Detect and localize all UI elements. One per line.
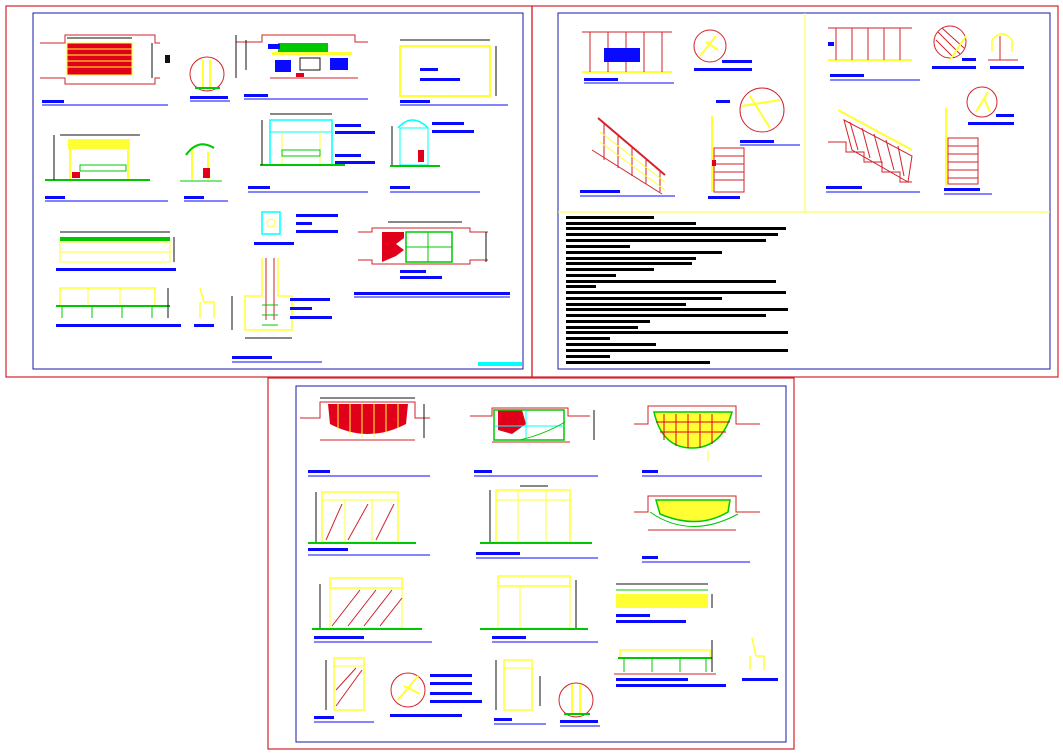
detail-joint-circle: [189, 56, 230, 102]
detail-joint-circle-c: [558, 682, 600, 727]
detail-elev-glass-a: [308, 491, 430, 556]
detail-stair-rail-a: [580, 117, 675, 197]
detail-elev-hatched: [312, 577, 432, 643]
detail-railing-circle-a: [693, 29, 752, 71]
detail-long-bench-top: [56, 231, 176, 271]
detail-chair-profile: [194, 287, 215, 327]
detail-counter-a: [300, 397, 430, 477]
detail-stair-rail-b: [826, 109, 920, 193]
sheet-1: [5, 5, 533, 378]
sheet-2-frame: [557, 12, 1051, 370]
detail-counter-d: [634, 495, 760, 563]
detail-counter-glass: [354, 221, 510, 298]
detail-elev-glass-b: [476, 485, 598, 559]
detail-rail-post: [988, 33, 1024, 69]
sheet-1-frame: [32, 12, 524, 370]
detail-shelter-plan: [235, 34, 368, 100]
detail-shelter-elevation: [45, 134, 168, 202]
notes-text-block: [566, 216, 788, 364]
sheet-2: [531, 5, 1059, 378]
sheet-2-border: [531, 5, 1059, 378]
detail-shelter-section: [248, 113, 375, 193]
detail-bench-top: [616, 583, 713, 623]
detail-railing-elev-b: [828, 27, 920, 81]
detail-panel-b: [494, 659, 546, 725]
detail-joint-circle-b: [390, 672, 482, 717]
detail-chair-b: [742, 637, 778, 681]
detail-post-section: [254, 211, 338, 245]
sheet-3-border: [267, 377, 795, 750]
sheet-3: [267, 377, 795, 750]
detail-rail-circle-d: [966, 86, 1014, 125]
detail-rail-circle-b: [716, 87, 800, 146]
detail-stair-side-a: [708, 116, 745, 199]
sheet-3-frame: [295, 385, 787, 743]
detail-counter-b: [470, 407, 598, 477]
detail-bench-elev-b: [614, 640, 726, 687]
detail-panel-hatched: [314, 657, 374, 723]
detail-rail-circle-c: [932, 25, 976, 69]
detail-long-bench-elev: [56, 287, 181, 327]
detail-kiosk: [390, 119, 480, 193]
detail-frame-plan: [399, 39, 508, 106]
detail-elev-frame: [480, 575, 598, 643]
detail-shelter-side: [180, 143, 228, 202]
detail-footing-section: [231, 258, 332, 363]
detail-counter-c: [634, 405, 762, 477]
detail-stair-side-b: [944, 108, 992, 195]
sheet-1-title-strip: [478, 362, 522, 366]
detail-railing-elev-a: [582, 31, 674, 84]
detail-bench-plan: [40, 34, 170, 106]
